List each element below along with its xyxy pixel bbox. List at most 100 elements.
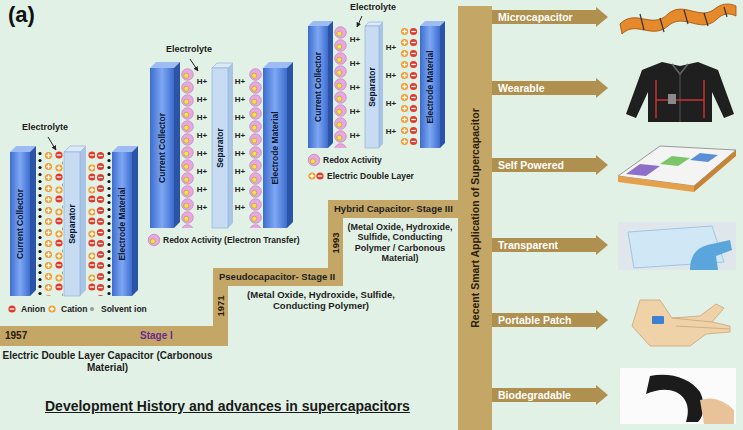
edlc-cell-part	[10, 152, 30, 296]
legend-icon	[48, 305, 55, 312]
legend-text: Anion	[21, 304, 45, 314]
application-name: Self Powered	[498, 155, 564, 175]
panel-letter: (a)	[8, 3, 35, 27]
stage-description: (Metal Oxide, Hydroxide, Sulfide, Conduc…	[345, 222, 455, 263]
hybrid-capacitor-cell-part-part	[409, 26, 418, 148]
edlc-cell-part-part	[37, 150, 43, 296]
legend-icon	[308, 172, 315, 179]
legend-icon	[148, 234, 160, 246]
legend-item: Redox Activity	[307, 153, 382, 167]
hybrid-capacitor-cell-part	[365, 26, 379, 148]
edlc-cell-part	[132, 146, 138, 296]
application-arrow-shape	[492, 310, 608, 330]
hybrid-capacitor-cell-part	[440, 21, 445, 148]
self-powered-device-picture	[618, 146, 736, 192]
ion-label: H+	[235, 132, 245, 140]
legend-icon	[90, 307, 94, 311]
hybrid-capacitor-cell-part	[420, 26, 440, 148]
self-powered-device-picture-part	[626, 164, 660, 176]
stage-name: Stage I	[140, 326, 173, 346]
stage-band: 1957Stage IElectric Double Layer Capacit…	[0, 326, 228, 346]
ion-label: H+	[197, 186, 207, 194]
pseudocapacitor-cell-part-part	[181, 68, 194, 228]
edlc-cell-part	[96, 150, 105, 296]
hybrid-capacitor-cell-part	[379, 22, 383, 148]
microcapacitor-picture-part	[620, 4, 736, 34]
application-name: Portable Patch	[498, 310, 572, 330]
edlc-cell-part	[30, 146, 36, 296]
pseudocapacitor-cell-part	[287, 62, 293, 228]
pseudocapacitor-cell-part	[174, 62, 180, 228]
part-label: Separator	[216, 128, 225, 168]
part-label: Electrode Material	[426, 50, 435, 123]
part-label: Separator	[68, 204, 77, 244]
year-label: 1971	[216, 293, 226, 318]
legend-item: Electric Double Layer	[307, 169, 414, 183]
edlc-cell-part-part	[106, 150, 112, 296]
legend-icon	[307, 153, 321, 167]
ion-label: H+	[197, 204, 207, 212]
portable-patch-picture-part	[672, 318, 730, 329]
application-arrow-shape	[492, 155, 608, 175]
hybrid-capacitor-cell-part	[400, 26, 409, 148]
edlc-cell-part-part	[96, 150, 105, 296]
ion-label: H+	[235, 204, 245, 212]
year-label: 1993	[331, 230, 341, 255]
pseudocapacitor-cell-part	[228, 63, 233, 228]
ion-label: H+	[386, 100, 396, 108]
ion-label: H+	[197, 114, 207, 122]
edlc-cell-part	[87, 150, 95, 296]
wearable-jacket-picture-part	[626, 62, 734, 122]
legend-icon	[316, 172, 323, 179]
application-arrow: Transparent	[492, 235, 608, 255]
electrolyte-label: Electrolyte	[166, 45, 212, 55]
wearable-jacket-picture-part	[680, 74, 681, 122]
edlc-cell-part-part	[54, 150, 63, 296]
application-arrow-shape	[492, 78, 608, 98]
legend-icon	[45, 302, 59, 316]
legend-item: Redox Activity (Electron Transfer)	[147, 233, 300, 247]
hybrid-capacitor-cell-part	[328, 21, 333, 148]
portable-patch-picture-part	[632, 300, 730, 346]
application-arrow: Self Powered	[492, 155, 608, 175]
hybrid-capacitor-cell-part-part	[400, 26, 409, 148]
biodegradable-film-picture-part	[620, 368, 736, 424]
part-label: Current Collector	[158, 113, 167, 183]
legend-item: Solvent ion	[85, 302, 147, 316]
part-label: Current Collector	[314, 52, 323, 122]
electrolyte-label: Electrolyte	[350, 3, 396, 13]
biodegradable-film-picture	[620, 368, 736, 424]
application-arrow-shape	[492, 385, 608, 405]
pseudocapacitor-cell	[150, 59, 293, 228]
edlc-cell-part-part	[87, 150, 95, 296]
wearable-jacket-picture-part	[668, 94, 676, 104]
ion-label: H+	[235, 114, 245, 122]
ion-label: H+	[350, 84, 360, 92]
self-powered-device-picture-part	[618, 176, 694, 192]
legend-text: Solvent ion	[101, 304, 147, 314]
pseudocapacitor-cell-part	[249, 68, 262, 228]
ion-label: H+	[350, 132, 360, 140]
legend-icon	[85, 302, 99, 316]
wearable-jacket-picture	[626, 62, 734, 122]
legend-icon	[8, 305, 15, 312]
legend-text: Redox Activity	[323, 155, 382, 165]
application-arrow: Biodegradable	[492, 385, 608, 405]
hybrid-capacitor-cell-part	[357, 16, 362, 27]
wearable-jacket-picture-part	[656, 80, 704, 118]
legend-text: Redox Activity (Electron Transfer)	[163, 235, 300, 245]
edlc-cell-part	[44, 150, 53, 296]
biodegradable-film-picture-part	[646, 375, 704, 422]
edlc-cell-part	[80, 146, 86, 296]
application-name: Microcapacitor	[498, 7, 573, 27]
biodegradable-film-picture-part	[700, 398, 734, 424]
part-label: Electrode Material	[118, 187, 127, 260]
ion-label: H+	[235, 168, 245, 176]
microcapacitor-picture-part	[640, 7, 727, 32]
ion-label: H+	[197, 168, 207, 176]
hybrid-capacitor-cell-part-part	[334, 26, 347, 148]
ion-label: H+	[386, 44, 396, 52]
ion-label: H+	[235, 150, 245, 158]
stage-riser	[213, 286, 228, 326]
